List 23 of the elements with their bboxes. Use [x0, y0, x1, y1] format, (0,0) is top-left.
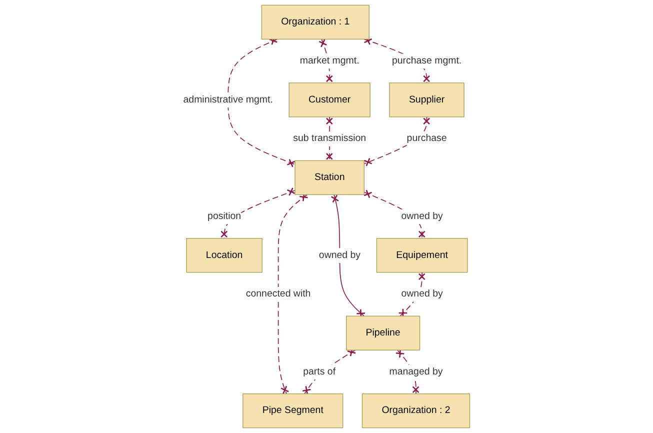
- connector: [330, 194, 366, 318]
- node-box: Organization : 2: [362, 394, 470, 428]
- edge-label: owned by: [318, 249, 361, 260]
- edge-label: connected with: [246, 288, 311, 300]
- edge-label: administrative mgmt.: [183, 94, 273, 105]
- node-box: Supplier: [389, 82, 464, 118]
- node-box: Pipeline: [346, 316, 420, 350]
- node-box: Organization : 1: [261, 4, 370, 40]
- edge-label: market mgmt.: [300, 55, 360, 66]
- edge-label: owned by: [401, 288, 443, 300]
- connector: [220, 187, 296, 239]
- edge-label: position: [208, 210, 242, 222]
- node-box: Location: [186, 238, 262, 273]
- edge-label: sub transmission: [293, 132, 366, 144]
- node-box: Equipement: [376, 238, 468, 273]
- edge-label: parts of: [303, 366, 336, 377]
- node-box: Customer: [288, 82, 370, 118]
- node-box: Pipe Segment: [242, 394, 344, 428]
- edge-label: purchase mgmt.: [392, 55, 462, 66]
- edge-label: managed by: [389, 366, 443, 377]
- edge-label: owned by: [401, 210, 443, 222]
- edge-label: purchase: [406, 132, 447, 144]
- node-box: Station: [294, 160, 364, 195]
